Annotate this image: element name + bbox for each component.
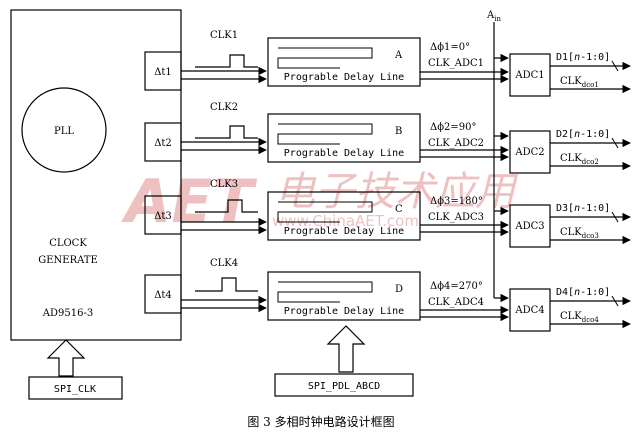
dco-4: CLKdco4 [560, 311, 599, 324]
clk3-waveform [195, 199, 258, 213]
clk2-waveform [195, 125, 258, 139]
delay-to-adc-arrows [420, 67, 509, 322]
generator-to-delay-arrows [181, 66, 267, 313]
dco-1: CLKdco1 [560, 76, 599, 89]
data-out-4: D4[n-1:0] [556, 287, 610, 298]
phase-3: Δϕ3=180° [430, 196, 483, 207]
dco-3: CLKdco3 [560, 227, 599, 240]
clock-waveforms [195, 54, 258, 292]
adc-1-label: ADC1 [514, 70, 544, 81]
adc-4: ADC4 [509, 288, 551, 332]
clk-adc4-label: CLK_ADC4 [428, 297, 484, 308]
phase-4: Δϕ4=270° [430, 281, 483, 292]
dco-2: CLKdco2 [560, 153, 599, 166]
data-out-2: D2[n-1:0] [556, 129, 610, 140]
spi-clk-box: SPI_CLK [28, 376, 123, 400]
delay-box-4 [144, 274, 182, 314]
data-out-1: D1[n-1:0] [556, 52, 610, 63]
watermark-logo: AET [121, 167, 257, 237]
delay-line-D: D Prograble Delay Line [267, 271, 421, 321]
data-out-3: D3[n-1:0] [556, 203, 610, 214]
spi-pdl-label: SPI_PDL_ABCD [308, 381, 380, 392]
spi-clk-label: SPI_CLK [54, 384, 96, 395]
analog-input-label: Ain [486, 10, 501, 23]
clk4-waveform [195, 277, 258, 292]
clk1-waveform [195, 54, 258, 68]
adc-output-labels: D1[n-1:0] CLKdco1 D2[n-1:0] CLKdco2 D3[n… [556, 52, 610, 324]
chip-label: AD9516-3 [42, 308, 93, 319]
generate-label: GENERATE [38, 255, 98, 266]
clk-adc1-label: CLK_ADC1 [428, 58, 484, 69]
delay-line-A: A Prograble Delay Line [267, 37, 421, 87]
delay-label-4: Δt4 [154, 290, 172, 301]
pll-label: PLL [54, 126, 74, 137]
spi-pdl-box: SPI_PDL_ABCD [274, 373, 414, 397]
delay-line-B: B Prograble Delay Line [267, 113, 421, 163]
delay-line-A-label: Prograble Delay Line [284, 72, 404, 83]
clk-adc3-label: CLK_ADC3 [428, 212, 484, 223]
delay-box-3 [144, 195, 182, 235]
clk4-label: CLK4 [210, 258, 238, 269]
delay-line-C-label: Prograble Delay Line [284, 226, 404, 237]
adc-4-label: ADC4 [514, 305, 544, 316]
delay-label-2: Δt2 [154, 138, 172, 149]
adc-3: ADC3 [509, 204, 551, 248]
delay-line-D-label: Prograble Delay Line [284, 306, 404, 317]
pll-circle [21, 87, 107, 173]
spi-clk-arrow-icon [46, 339, 86, 377]
delay-label-1: Δt1 [154, 67, 172, 78]
adc-2-label: ADC2 [514, 147, 544, 158]
phase-1: Δϕ1=0° [430, 42, 470, 53]
phase-2: Δϕ2=90° [430, 122, 477, 133]
clock-label: CLOCK [49, 238, 87, 249]
spi-pdl-arrow-icon [326, 325, 366, 373]
figure-caption: 图 3 多相时钟电路设计框图 [247, 414, 394, 429]
delay-line-C: C Prograble Delay Line [267, 191, 421, 241]
delay-line-B-id: B [395, 126, 402, 137]
delay-label-3: Δt3 [154, 211, 172, 222]
delay-line-D-id: D [395, 284, 403, 295]
delay-line-B-label: Prograble Delay Line [284, 148, 404, 159]
adc-1: ADC1 [509, 53, 551, 97]
analog-input-bus [493, 22, 509, 303]
clk3-label: CLK3 [210, 179, 238, 190]
delay-line-A-id: A [394, 50, 403, 61]
adc-3-label: ADC3 [514, 221, 544, 232]
input-arrows [46, 325, 366, 377]
bus-marks [611, 60, 619, 307]
adc-2: ADC2 [509, 130, 551, 174]
watermark-url: www.ChinaAET.com [272, 212, 419, 230]
delay-line-C-id: C [395, 204, 403, 215]
adc-output-arrows [550, 61, 631, 329]
clk-adc2-label: CLK_ADC2 [428, 138, 484, 149]
clk2-label: CLK2 [210, 102, 238, 113]
phase-labels: Δϕ1=0° CLK_ADC1 Δϕ2=90° CLK_ADC2 Δϕ3=180… [428, 42, 484, 308]
clk1-label: CLK1 [210, 30, 238, 41]
